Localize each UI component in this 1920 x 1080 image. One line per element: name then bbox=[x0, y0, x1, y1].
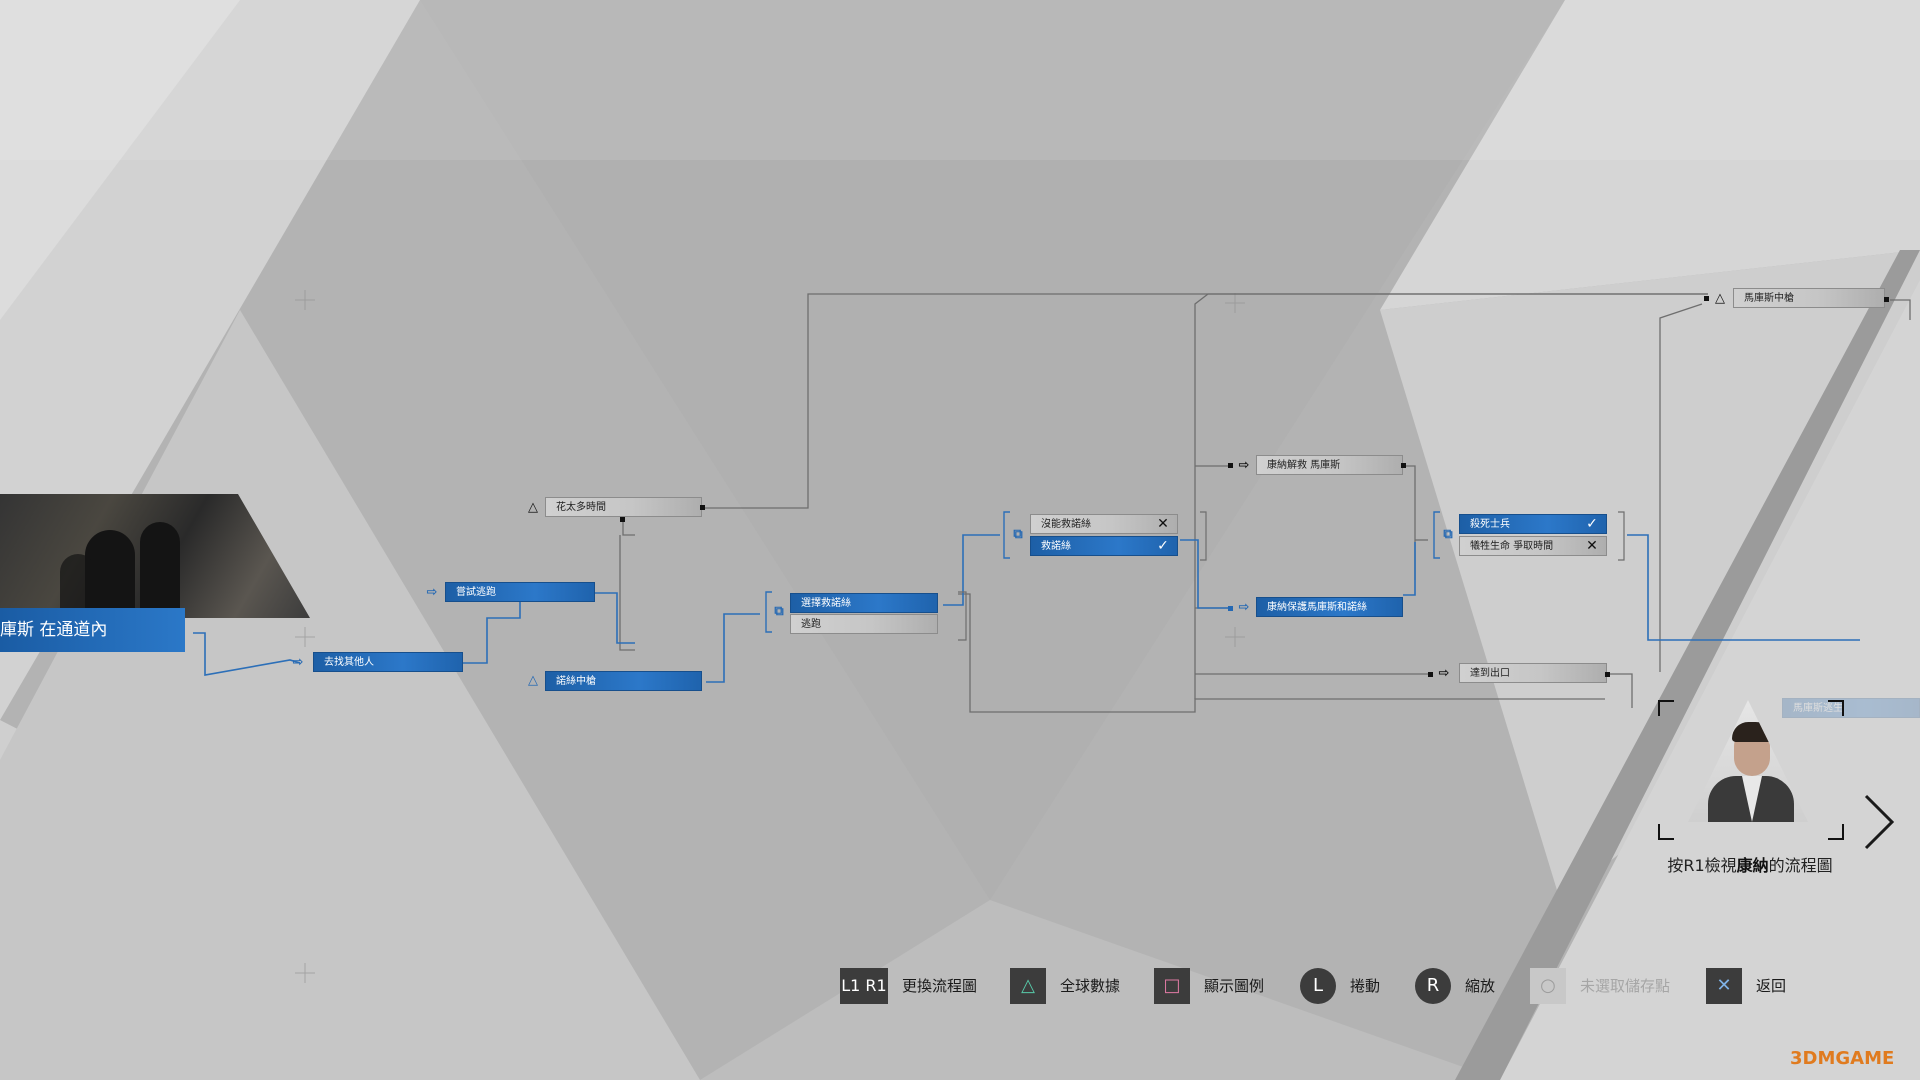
zoom-label: 縮放 bbox=[1465, 977, 1496, 995]
node-sacrifice-buy-time[interactable]: 犧牲生命 爭取時間 ✕ bbox=[1459, 536, 1607, 556]
arrow-icon: ⇨ bbox=[1238, 600, 1250, 615]
arrow-icon: ⇨ bbox=[1238, 458, 1250, 473]
right-stick-icon: R bbox=[1415, 968, 1451, 1004]
left-stick-icon: L bbox=[1300, 968, 1336, 1004]
arrow-icon: ⇨ bbox=[1438, 666, 1450, 681]
square-button-icon: □ bbox=[1154, 968, 1190, 1004]
node-shot-lucas[interactable]: 諾絲中槍 bbox=[545, 671, 702, 691]
triangle-icon: △ bbox=[528, 673, 538, 688]
cross-icon: ✕ bbox=[1157, 516, 1169, 532]
character-panel[interactable]: 按R1檢視康納的流程圖 bbox=[1650, 700, 1850, 880]
node-kill-soldier[interactable]: 殺死士兵 ✓ bbox=[1459, 514, 1607, 534]
check-icon: ✓ bbox=[1586, 516, 1598, 532]
l1-r1-button-icon: L1 R1 bbox=[840, 968, 888, 1004]
node-choose-rescue-north[interactable]: 選擇救諾絲 bbox=[790, 593, 938, 613]
arrow-icon: ⇨ bbox=[426, 585, 438, 600]
bracket-top-left bbox=[1658, 700, 1674, 716]
triangle-button-icon: △ bbox=[1010, 968, 1046, 1004]
chapter-title: 庫斯 在通道內 bbox=[0, 608, 185, 652]
switch-flowchart-label: 更換流程圖 bbox=[902, 977, 978, 995]
node-try-escape[interactable]: 嘗試逃跑 bbox=[445, 582, 595, 602]
node-connor-protect-markus-north[interactable]: 康納保護馬庫斯和諾絲 bbox=[1256, 597, 1403, 617]
choice-icon: ⧉ bbox=[1443, 527, 1453, 542]
connector-dot bbox=[1428, 672, 1433, 677]
back-label: 返回 bbox=[1756, 977, 1787, 995]
node-markus-shot[interactable]: 馬庫斯中槍 bbox=[1733, 288, 1885, 308]
connector-dot bbox=[1228, 463, 1233, 468]
triangle-icon: △ bbox=[528, 500, 538, 515]
chapter-card[interactable]: 庫斯 在通道內 bbox=[0, 494, 310, 658]
character-caption: 按R1檢視康納的流程圖 bbox=[1667, 856, 1833, 875]
node-too-much-time[interactable]: 花太多時間 bbox=[545, 497, 702, 517]
chevron-right-icon[interactable] bbox=[1858, 792, 1898, 852]
bracket-top-right bbox=[1828, 700, 1844, 716]
node-rescued-north[interactable]: 救諾絲 ✓ bbox=[1030, 536, 1178, 556]
connector-dot bbox=[1605, 672, 1610, 677]
bracket-bottom-left bbox=[1658, 824, 1674, 840]
connector-dot bbox=[1228, 606, 1233, 611]
checkpoint-label: 未選取儲存點 bbox=[1580, 977, 1671, 995]
arrow-icon: ⇨ bbox=[292, 655, 304, 670]
bracket-bottom-right bbox=[1828, 824, 1844, 840]
connector-dot bbox=[1704, 296, 1709, 301]
connector-dot bbox=[1401, 463, 1406, 468]
global-stats-label: 全球數據 bbox=[1060, 977, 1121, 995]
connor-portrait bbox=[1688, 700, 1808, 822]
choice-icon: ⧉ bbox=[774, 604, 784, 619]
watermark-logo: 3DMGAME bbox=[1790, 1048, 1895, 1069]
node-escape[interactable]: 逃跑 bbox=[790, 614, 938, 634]
cross-button-icon: ✕ bbox=[1706, 968, 1742, 1004]
node-failed-rescue-north[interactable]: 沒能救諾絲 ✕ bbox=[1030, 514, 1178, 534]
check-icon: ✓ bbox=[1157, 538, 1169, 554]
choice-icon: ⧉ bbox=[1013, 527, 1023, 542]
circle-button-icon: ○ bbox=[1530, 968, 1566, 1004]
scroll-label: 捲動 bbox=[1350, 977, 1381, 995]
node-connor-disarm-markus[interactable]: 康納解救 馬庫斯 bbox=[1256, 455, 1403, 475]
node-reach-exit[interactable]: 達到出口 bbox=[1459, 663, 1607, 683]
triangle-icon: △ bbox=[1715, 291, 1725, 306]
node-find-others[interactable]: 去找其他人 bbox=[313, 652, 463, 672]
connector-dot bbox=[620, 517, 625, 522]
connector-dot bbox=[1884, 297, 1889, 302]
cross-icon: ✕ bbox=[1586, 538, 1598, 554]
chapter-thumbnail bbox=[0, 494, 310, 618]
connector-dot bbox=[700, 505, 705, 510]
show-legend-label: 顯示圖例 bbox=[1204, 977, 1265, 995]
